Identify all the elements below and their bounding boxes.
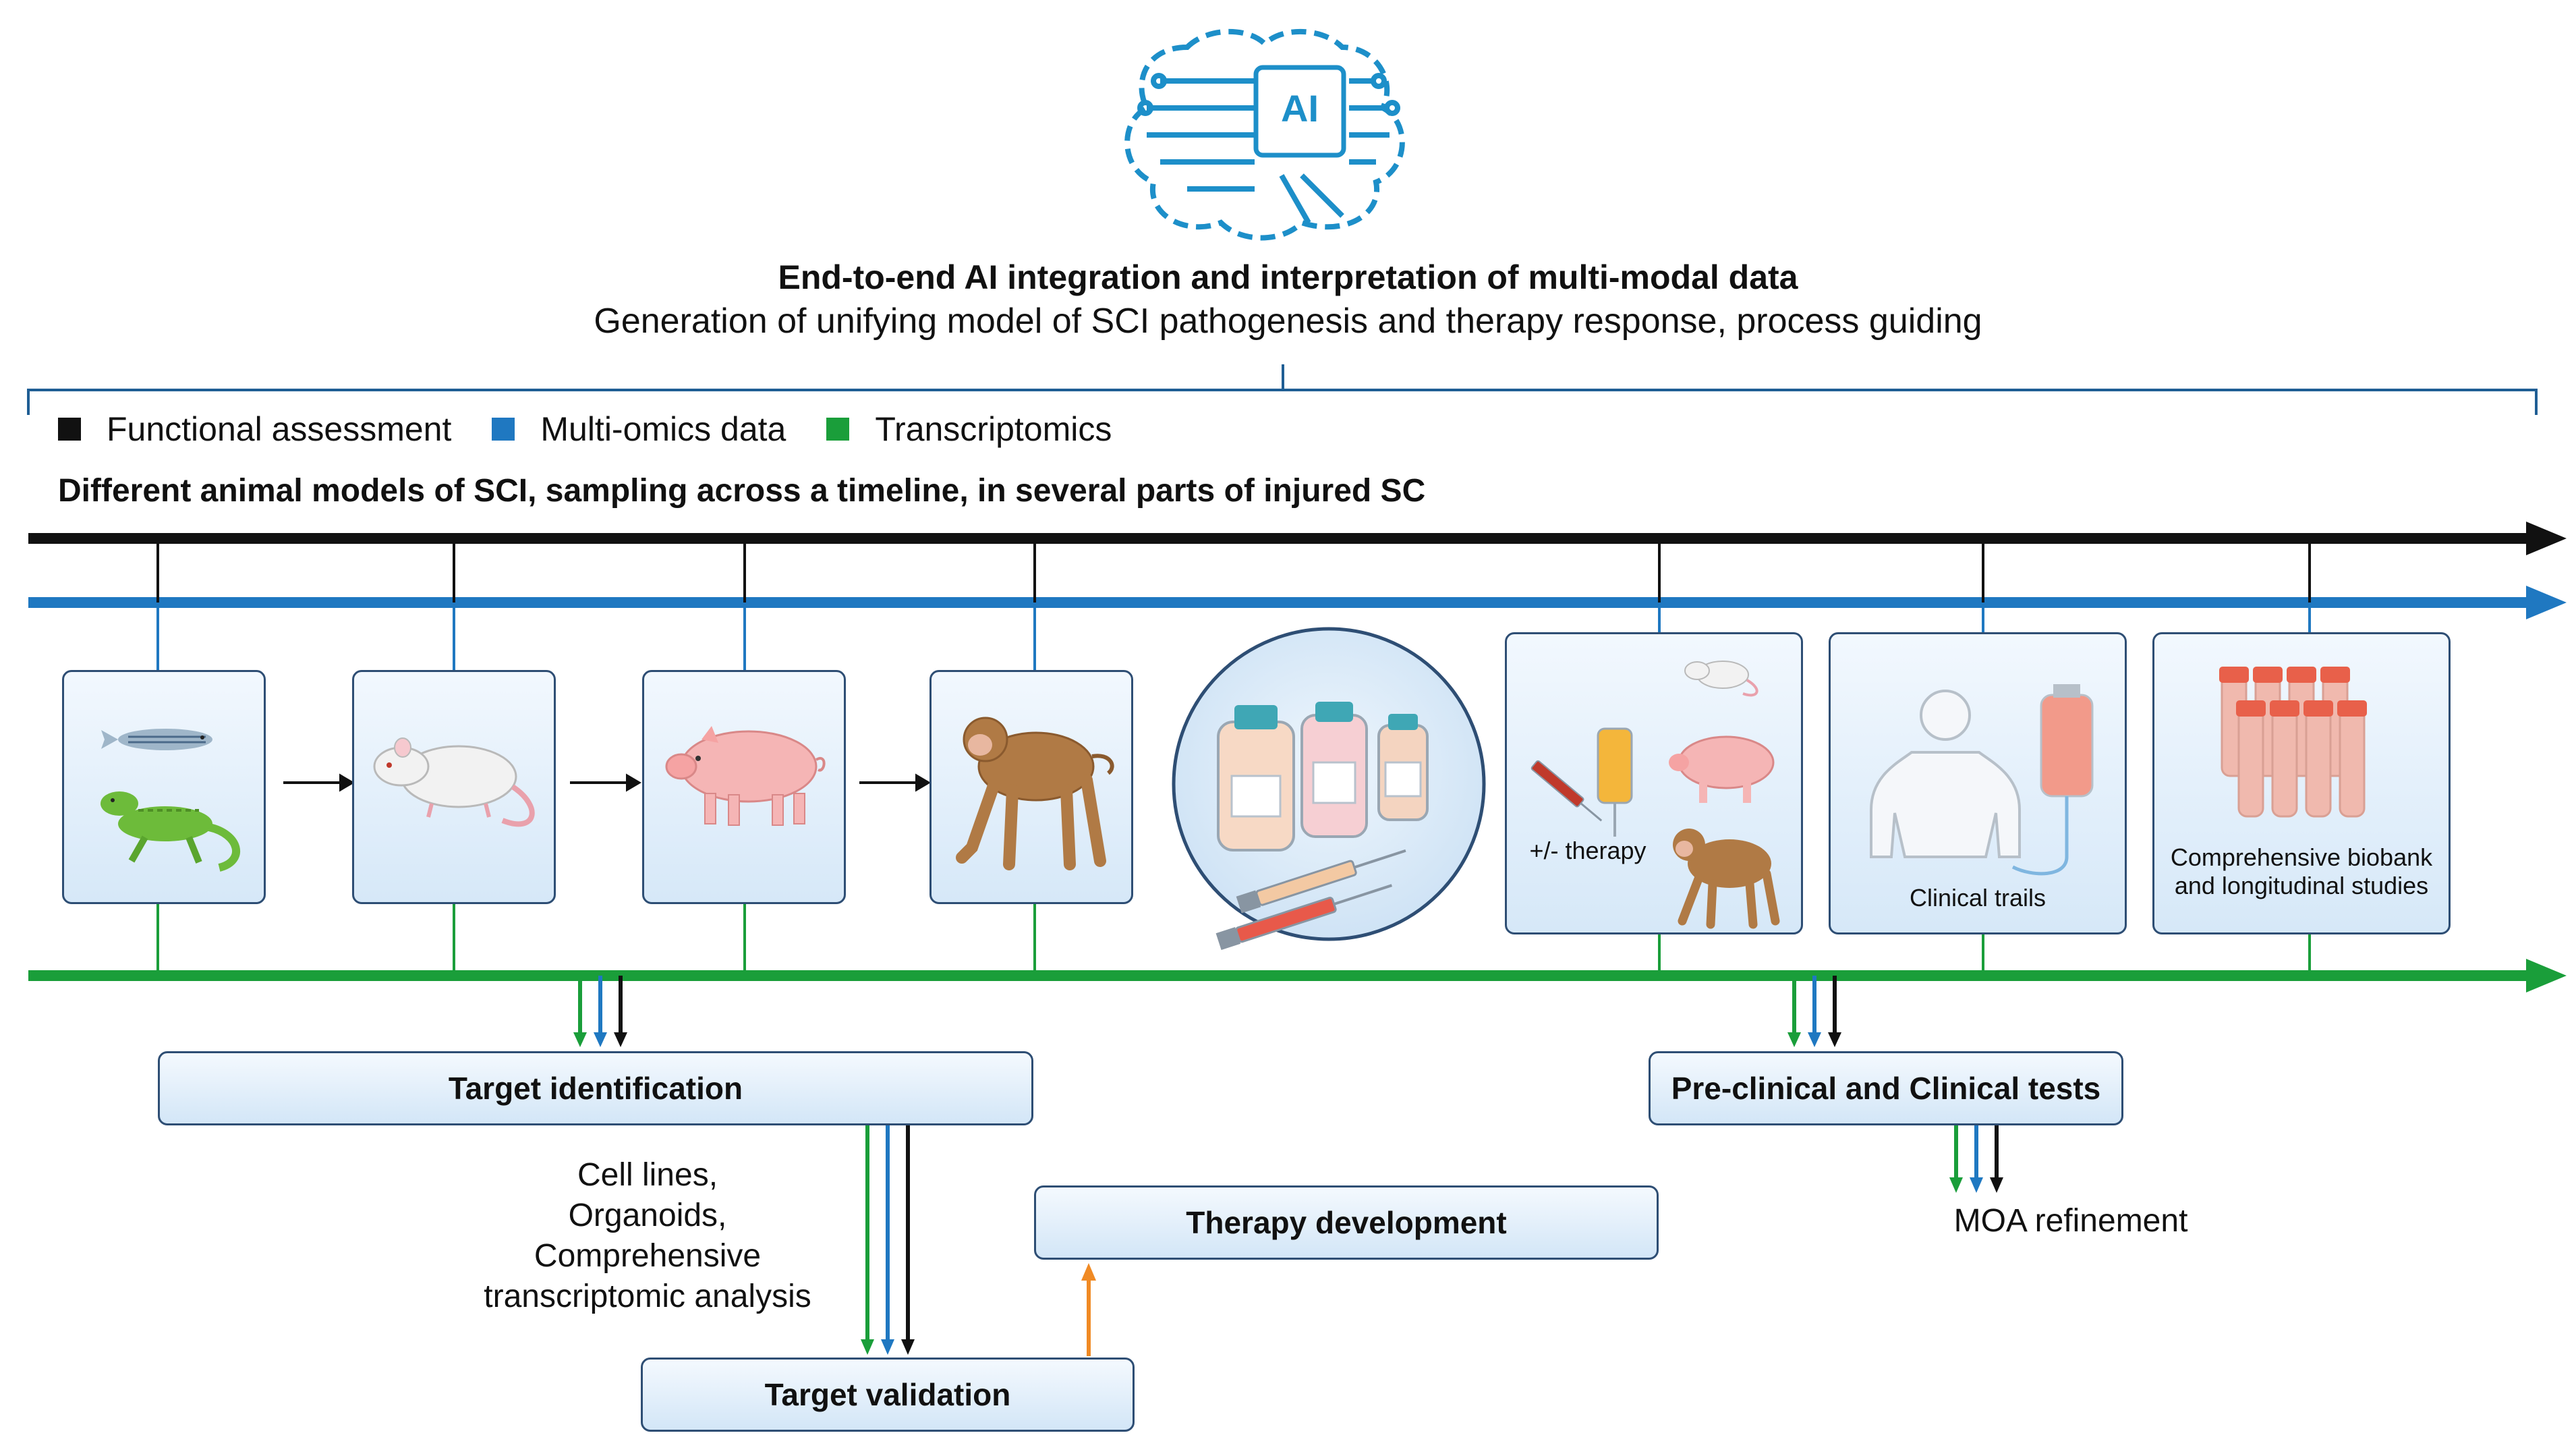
therapy-development-box: Therapy development [1034,1185,1659,1260]
transcriptomics-arrowhead [2526,959,2567,992]
ai-brain-icon [1124,28,1405,241]
card-pig [642,670,846,904]
target-identification-box: Target identification [158,1051,1033,1125]
legend-item-multiomics: Multi-omics data [492,410,786,449]
clinical-icons [1870,684,2094,876]
legend: Functional assessment Multi-omics data T… [58,410,1152,449]
card-clinical-trails: Clinical trails [1829,632,2127,934]
zebrafish-icon [101,729,212,750]
card-zebrafish-lizard [62,670,266,904]
cell-lines-note: Cell lines, Organoids, Comprehensive tra… [459,1155,836,1317]
note-line-4: transcriptomic analysis [484,1279,811,1314]
legend-label-functional: Functional assessment [107,410,452,448]
card-therapy: +/- therapy [1505,632,1803,934]
legend-swatch-blue [492,418,515,441]
lizard-icon [101,791,241,872]
arrows-to-target-identification [573,976,627,1047]
legend-label-transcriptomics: Transcriptomics [875,410,1112,448]
multiomics-ticks [156,603,2311,671]
card-rat [352,670,556,904]
legend-item-transcriptomics: Transcriptomics [826,410,1112,449]
arrows-to-moa [1949,1125,2003,1193]
timeline-heading: Different animal models of SCI, sampling… [58,473,1426,509]
human-body-icon [1870,690,2021,858]
multiomics-arrowhead [2526,586,2567,619]
functional-ticks [156,538,2311,603]
legend-item-functional: Functional assessment [58,410,451,449]
vials-syringes-icon [1215,702,1429,951]
iv-bag-icon [2011,684,2094,876]
therapy-label: +/- therapy [1529,837,1647,864]
note-line-2: Organoids, [568,1198,727,1233]
target-validation-box: Target validation [641,1358,1135,1432]
sample-tubes-icon [2219,667,2367,818]
arrows-to-preclinical [1787,976,1841,1047]
bracket [27,364,2538,415]
transcriptomics-ticks [156,904,2311,976]
legend-label-multiomics: Multi-omics data [540,410,786,448]
functional-arrowhead [2526,522,2567,555]
arrow-to-therapy-development [1081,1263,1096,1356]
moa-refinement-note: MOA refinement [1953,1203,2188,1239]
biobank-label: Comprehensive biobank and longitudinal s… [2170,843,2433,899]
syringe-iv-icon [1530,727,1633,837]
pig-icon [1669,735,1775,803]
pig-icon [665,726,826,826]
diagram-title: End-to-end AI integration and interpreta… [778,258,1798,296]
preclinical-tests-box: Pre-clinical and Clinical tests [1649,1051,2123,1125]
legend-swatch-black [58,418,81,441]
model-progression-arrows [283,773,931,792]
monkey-icon [956,717,1114,870]
legend-swatch-green [826,418,850,441]
rat-icon [373,737,535,827]
monkey-icon [1673,829,1780,929]
rat-icon [1684,661,1758,697]
note-line-3: Comprehensive [534,1238,762,1274]
zebrafish-lizard-icons [101,729,241,872]
card-biobank: Comprehensive biobank and longitudinal s… [2152,632,2451,934]
card-monkey [929,670,1133,904]
diagram-subtitle: Generation of unifying model of SCI path… [594,302,1982,341]
ai-label: AI [1281,87,1319,130]
clinical-trails-label: Clinical trails [1909,884,2047,912]
arrows-to-target-validation [861,1125,915,1355]
note-line-1: Cell lines, [577,1157,718,1193]
therapy-card-icons [1530,661,1780,929]
